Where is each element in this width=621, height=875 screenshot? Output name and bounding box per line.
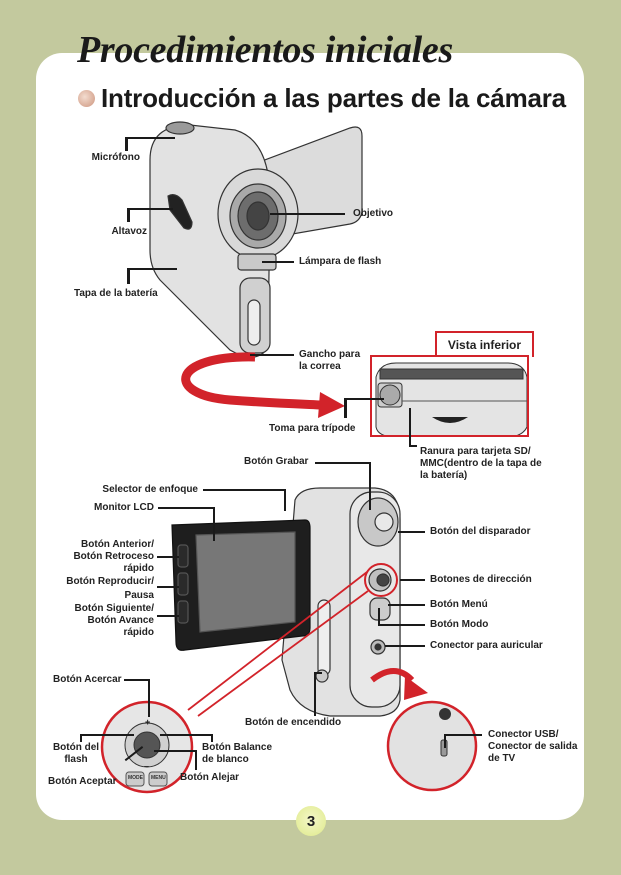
label-lcd-monitor: Monitor LCD xyxy=(94,502,154,513)
label-flash-lamp: Lámpara de flash xyxy=(299,256,382,267)
label-white-balance: Botón Balance de blanco xyxy=(202,742,273,765)
section-title: Introducción a las partes de la cámara xyxy=(101,83,566,113)
curved-arrow-icon xyxy=(370,668,415,683)
label-shutter-button: Botón del disparador xyxy=(430,526,531,537)
bottom-view-illustration xyxy=(372,357,527,435)
label-next-button: Botón Siguiente/ Botón Avance rápido xyxy=(74,603,154,638)
curved-arrow-head-icon xyxy=(404,676,428,700)
plus-icon: + xyxy=(145,717,150,727)
label-play-button: Botón Reproducir/ Pausa xyxy=(66,576,154,601)
page-number: 3 xyxy=(296,806,326,836)
label-mode-button: Botón Modo xyxy=(430,619,489,630)
label-direction-buttons: Botones de dirección xyxy=(430,574,532,585)
minus-icon: – xyxy=(144,761,149,771)
section-heading: Introducción a las partes de la cámara xyxy=(78,83,566,114)
label-battery-cover: Tapa de la batería xyxy=(74,288,158,299)
label-microphone: Micrófono xyxy=(91,152,140,163)
label-zoom-in: Botón Acercar xyxy=(53,674,122,685)
label-record-button: Botón Grabar xyxy=(244,456,309,467)
shutter-button-icon xyxy=(374,512,394,532)
control-detail-view: + – xyxy=(100,700,194,794)
page-title: Procedimientos iniciales xyxy=(77,29,453,71)
label-usb-tv-connector: Conector USB/ Conector de salida de TV xyxy=(488,729,578,764)
tripod-socket-icon xyxy=(379,384,401,406)
label-headphone-jack: Conector para auricular xyxy=(430,640,543,651)
menu-mode-keys xyxy=(369,597,391,621)
camera-side-view xyxy=(281,487,401,717)
highlight-circle xyxy=(364,563,398,597)
arrow-icon xyxy=(181,352,323,410)
label-tripod-socket: Toma para trípode xyxy=(269,423,356,434)
connector-detail-view xyxy=(386,700,478,792)
ok-button-icon xyxy=(133,731,161,759)
lcd-monitor xyxy=(171,519,311,651)
label-speaker: Altavoz xyxy=(111,226,147,237)
microphone-grille xyxy=(165,121,195,135)
label-zoom-out: Botón Alejar xyxy=(180,772,240,783)
label-menu-button: Botón Menú xyxy=(430,599,488,610)
label-flash-button: Botón del flash xyxy=(52,742,100,765)
label-prev-button: Botón Anterior/ Botón Retroceso rápido xyxy=(73,539,154,574)
label-strap-hook: Gancho para la correa xyxy=(299,349,361,372)
bullet-icon xyxy=(78,90,95,107)
label-lens: Objetivo xyxy=(353,208,394,219)
arrow-head-icon xyxy=(318,392,345,418)
lcd-screen xyxy=(195,531,296,633)
bottom-view-frame xyxy=(370,355,529,437)
speaker-slot xyxy=(167,194,193,230)
mode-key-label: MODE xyxy=(128,775,143,781)
label-card-slot: Ranura para tarjeta SD/ MMC(dentro de la… xyxy=(420,446,542,481)
menu-key-label: MENU xyxy=(151,775,166,781)
camera-top-view xyxy=(149,121,363,359)
label-ok-button: Botón Aceptar xyxy=(48,776,117,787)
bottom-view-title: Vista inferior xyxy=(435,331,534,357)
label-power-button: Botón de encendido xyxy=(245,717,342,728)
label-focus-selector: Selector de enfoque xyxy=(102,484,198,495)
